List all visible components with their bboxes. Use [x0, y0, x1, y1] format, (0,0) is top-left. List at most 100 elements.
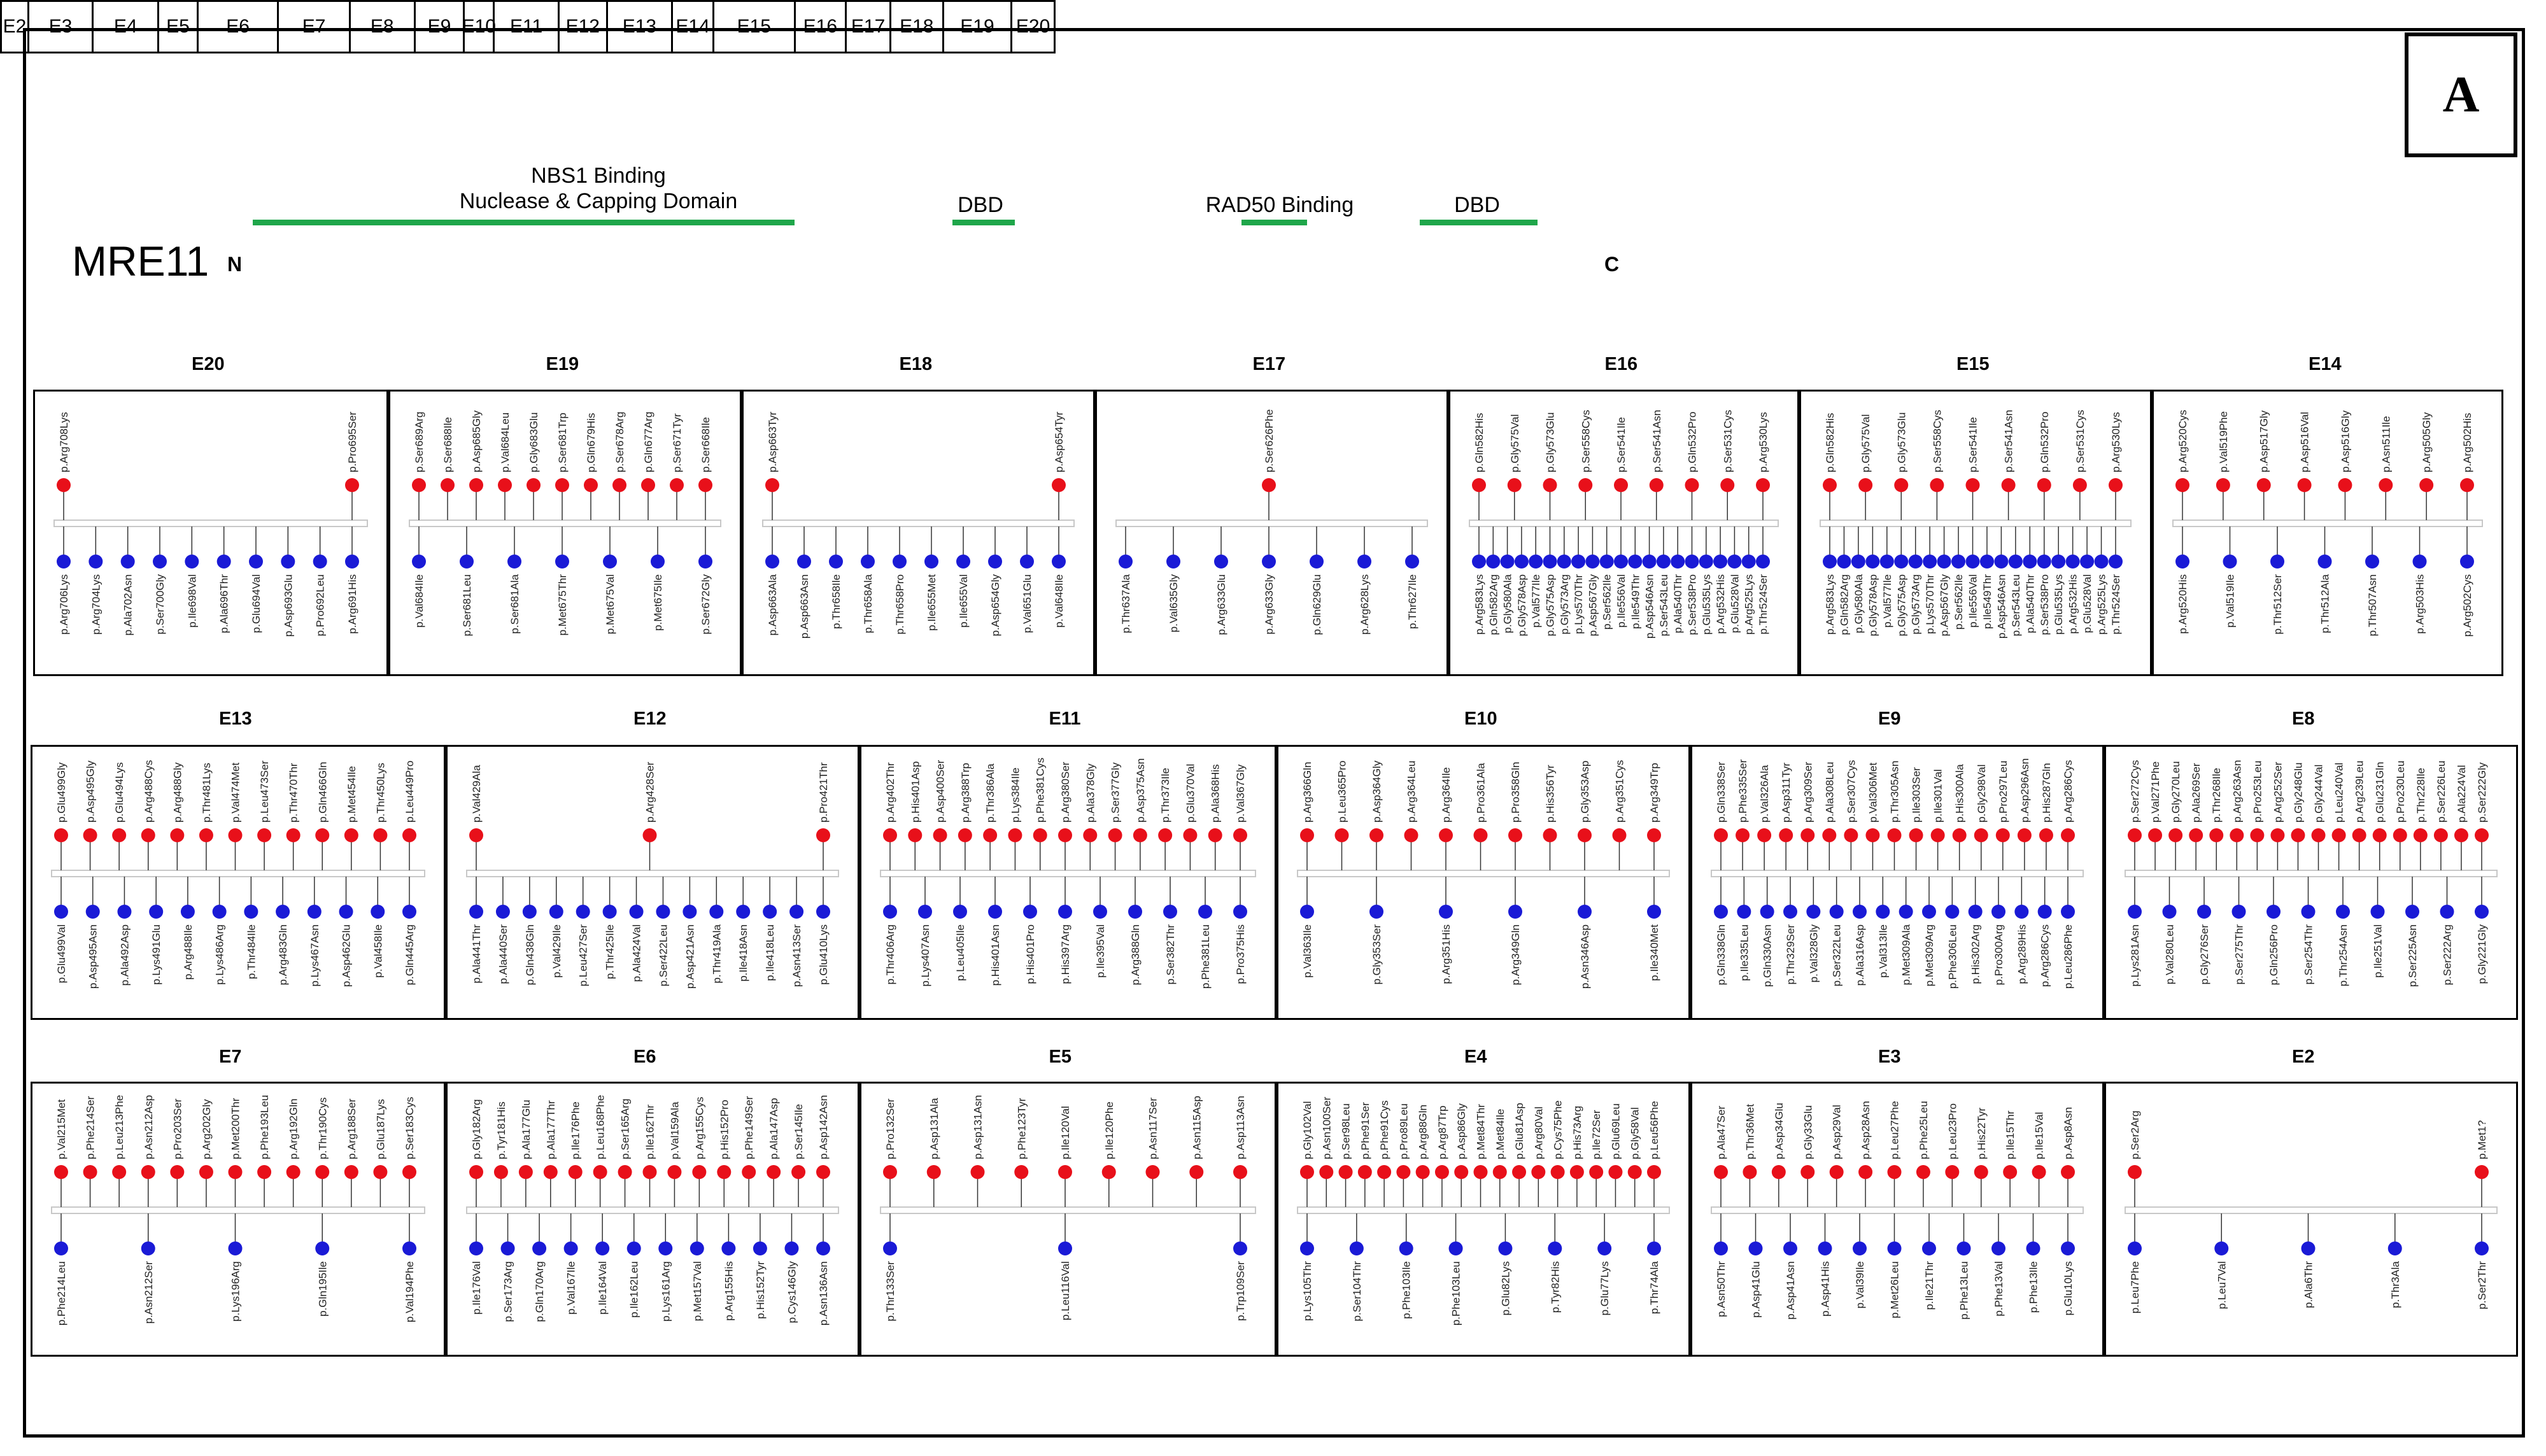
variant-dot-red: [2338, 478, 2352, 492]
variant-label: p.Arg488Cys: [143, 760, 155, 823]
variant-label: p.Arg380Ser: [1059, 761, 1071, 823]
variant-dot-red: [2419, 478, 2434, 492]
variant-dot-red: [1133, 828, 1147, 842]
variant-label: p.Phe149Ser: [743, 1096, 755, 1159]
variant-dot-red: [641, 478, 655, 492]
variant-dot-red: [1058, 828, 1072, 842]
variant-label: p.Ile340Met: [1648, 924, 1660, 981]
variant-label: p.Gln582His: [1824, 413, 1836, 472]
variant-dot-red: [141, 1165, 155, 1179]
variant-label: p.Met84Thr: [1475, 1104, 1487, 1159]
variant-dot-red: [2032, 1165, 2046, 1179]
variant-dot-red: [1473, 1165, 1488, 1179]
variant-dot-blue: [149, 905, 164, 919]
variant-dot-blue: [1908, 555, 1923, 569]
variant-label: p.Ile395Val: [1094, 924, 1107, 978]
variant-label: p.Arg525Lys: [1743, 574, 1755, 635]
variant-label: p.Val577Ile: [1530, 574, 1542, 628]
variant-label: p.Gly182Arg: [470, 1099, 483, 1160]
variant-label: p.Val328Gly: [1807, 924, 1820, 983]
variant-dot-red: [908, 828, 923, 842]
variant-label: p.Ser678Arg: [614, 412, 626, 472]
variant-dot-blue: [1585, 555, 1600, 569]
variant-dot-red: [1439, 828, 1453, 842]
variant-dot-blue: [1198, 905, 1212, 919]
variant-label: p.Gly573Arg: [1910, 574, 1922, 635]
variant-label: p.Ala492Asp: [118, 924, 131, 986]
variant-label: p.Lys570Thr: [1924, 574, 1936, 634]
variant-dot-blue: [1369, 905, 1383, 919]
variant-dot-red: [1952, 828, 1967, 842]
variant-dot-red: [286, 828, 301, 842]
variant-label: p.Pro692Leu: [315, 574, 327, 636]
panel-title-e6: E6: [633, 1047, 656, 1067]
variant-label: p.Gln195Ile: [316, 1261, 329, 1317]
variant-dot-red: [926, 1165, 941, 1179]
variant-dot-blue: [1628, 555, 1643, 569]
variant-dot-red: [1319, 1165, 1334, 1179]
variant-dot-red: [199, 1165, 213, 1179]
variant-dot-blue: [1922, 1241, 1936, 1255]
variant-dot-blue: [1262, 555, 1276, 569]
variant-label: p.His401Asp: [909, 761, 921, 823]
variant-dot-red: [2297, 478, 2312, 492]
variant-dot-red: [883, 828, 897, 842]
variant-dot-blue: [85, 905, 100, 919]
variant-label: p.Met84Ile: [1494, 1109, 1506, 1159]
variant-label: p.Gly578Asp: [1516, 574, 1528, 636]
variant-dot-red: [412, 478, 426, 492]
variant-dot-red: [1720, 478, 1735, 492]
variant-dot-blue: [460, 555, 474, 569]
variant-label: p.Ser275Thr: [2233, 924, 2245, 985]
panel-title-e4: E4: [1464, 1047, 1487, 1067]
variant-dot-blue: [988, 555, 1002, 569]
variant-label: p.Arg483Gln: [277, 924, 289, 985]
variant-dot-blue: [1894, 555, 1909, 569]
variant-label: p.Asp546Asn: [1995, 574, 2007, 639]
variant-dot-red: [2256, 478, 2271, 492]
variant-dot-blue: [2475, 1241, 2489, 1255]
variant-dot-red: [1965, 478, 1980, 492]
protein-baseline: [1297, 870, 1670, 877]
variant-dot-blue: [1529, 555, 1543, 569]
panel-title-e15: E15: [1956, 354, 1990, 374]
variant-label: p.Arg502Cys: [2461, 574, 2473, 637]
variant-dot-blue: [1714, 1241, 1728, 1255]
variant-dot-red: [970, 1165, 985, 1179]
variant-dot-blue: [1642, 555, 1657, 569]
variant-label: p.Pro89Leu: [1397, 1103, 1410, 1159]
variant-label: p.Ile303Ser: [1911, 767, 1923, 823]
variant-dot-blue: [651, 555, 665, 569]
variant-label: p.Ser689Arg: [413, 412, 425, 472]
variant-label: p.Thr3Ala: [2389, 1261, 2401, 1308]
variant-dot-red: [112, 828, 127, 842]
variant-label: p.Asn117Ser: [1147, 1098, 1159, 1159]
variant-dot-blue: [180, 905, 195, 919]
variant-dot-red: [498, 478, 512, 492]
variant-label: p.Phe214Leu: [55, 1261, 67, 1325]
variant-dot-blue: [2162, 905, 2177, 919]
variant-dot-blue: [2051, 555, 2066, 569]
variant-label: p.Arg364Leu: [1406, 761, 1418, 823]
variant-label: p.Glu77Lys: [1599, 1261, 1611, 1315]
variant-dot-blue: [1486, 555, 1501, 569]
variant-label: p.Arg202Gly: [201, 1099, 213, 1159]
variant-dot-blue: [883, 1241, 897, 1255]
variant-dot-blue: [2023, 555, 2037, 569]
domain-label-dbd-1: DBD: [958, 193, 1003, 217]
variant-label: p.Glu494Lys: [113, 762, 125, 823]
variant-dot-red: [1800, 1165, 1815, 1179]
variant-label: p.Gly353Asp: [1579, 761, 1591, 823]
variant-label: p.Thr512Ser: [2272, 574, 2284, 635]
variant-dot-blue: [1166, 555, 1180, 569]
variant-dot-blue: [2460, 555, 2474, 569]
variant-dot-red: [1473, 828, 1488, 842]
variant-dot-red: [2189, 828, 2203, 842]
variant-label: p.Arg351Cys: [1614, 760, 1626, 823]
variant-dot-red: [1647, 828, 1661, 842]
variant-dot-red: [527, 478, 541, 492]
protein-baseline: [1115, 519, 1428, 527]
variant-label: p.Val280Leu: [2164, 924, 2176, 984]
